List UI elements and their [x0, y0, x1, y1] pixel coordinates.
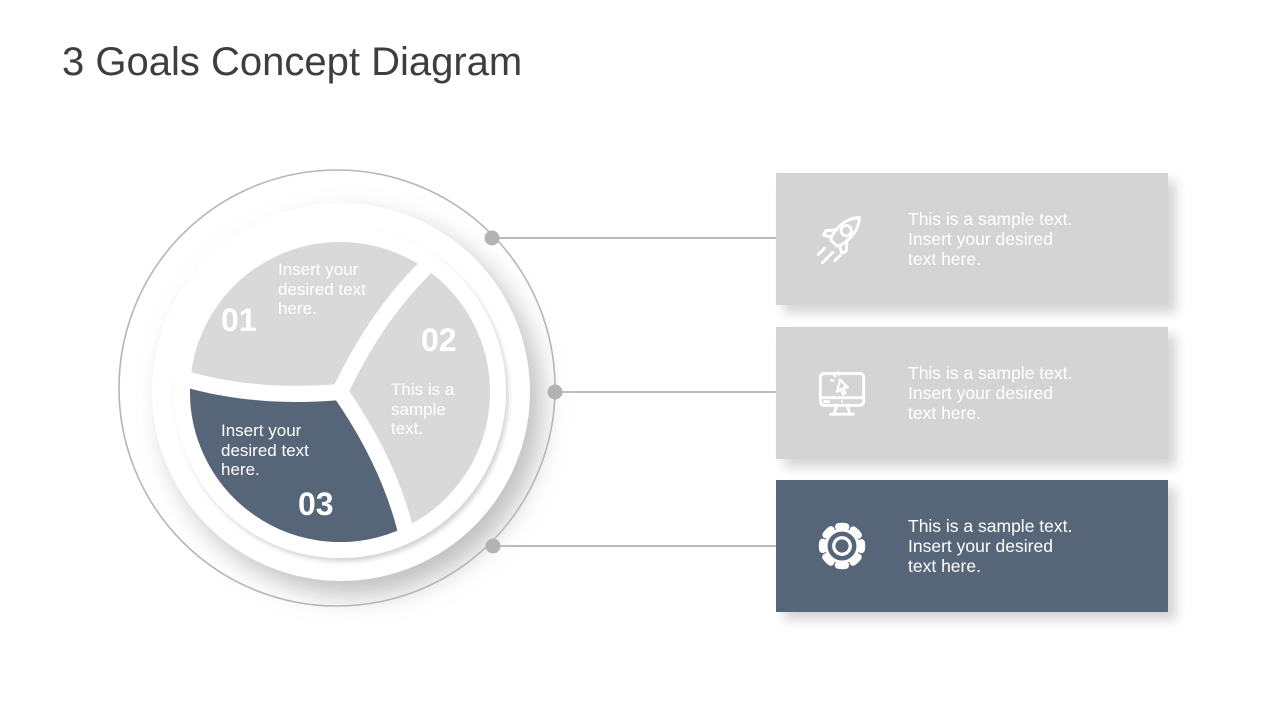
card-3-text: This is a sample text. Insert your desir…	[908, 516, 1072, 576]
card-3-text-line: This is a sample text.	[908, 516, 1073, 536]
card-1-text-line: text here.	[908, 249, 981, 269]
goal-card-2: This is a sample text. Insert your desir…	[776, 327, 1168, 459]
card-1-text: This is a sample text. Insert your desir…	[908, 209, 1072, 269]
segment-01-text-line: desired text	[278, 279, 366, 299]
segment-02-text-line: This is a	[391, 380, 455, 399]
gear-icon	[776, 513, 908, 579]
segment-01-text-line: Insert your	[278, 260, 359, 279]
segment-03-text: Insert your desired text here.	[221, 421, 309, 480]
segment-02-text-line: text.	[391, 419, 424, 438]
card-2-text-line: This is a sample text.	[908, 363, 1073, 383]
connector-dot-1	[484, 230, 500, 246]
goal-card-1: This is a sample text. Insert your desir…	[776, 173, 1168, 305]
card-2-text-line: text here.	[908, 403, 981, 423]
segment-03-text-line: here.	[221, 460, 260, 479]
card-2-text-line: Insert your desired	[908, 383, 1053, 403]
card-1-text-line: Insert your desired	[908, 229, 1053, 249]
connector-dot-3	[485, 538, 501, 554]
segment-02-number: 02	[421, 322, 457, 358]
card-2-text: This is a sample text. Insert your desir…	[908, 363, 1072, 423]
connector-dot-2	[547, 384, 563, 400]
segment-03-text-line: Insert your	[221, 421, 302, 440]
segment-03-number: 03	[298, 486, 334, 522]
segment-02-text: This is a sample text.	[391, 380, 454, 439]
segment-03-text-line: desired text	[221, 440, 309, 460]
segment-02-text-line: sample	[391, 399, 446, 419]
card-3-text-line: Insert your desired	[908, 536, 1053, 556]
rocket-icon	[776, 206, 908, 272]
card-3-text-line: text here.	[908, 556, 981, 576]
segment-01-text-line: here.	[278, 299, 317, 318]
page-title: 3 Goals Concept Diagram	[62, 40, 523, 84]
goal-card-3: This is a sample text. Insert your desir…	[776, 480, 1168, 612]
card-1-text-line: This is a sample text.	[908, 209, 1073, 229]
segment-01-number: 01	[221, 302, 257, 338]
segment-01-text: Insert your desired text here.	[278, 260, 366, 319]
monitor-click-icon	[776, 360, 908, 426]
